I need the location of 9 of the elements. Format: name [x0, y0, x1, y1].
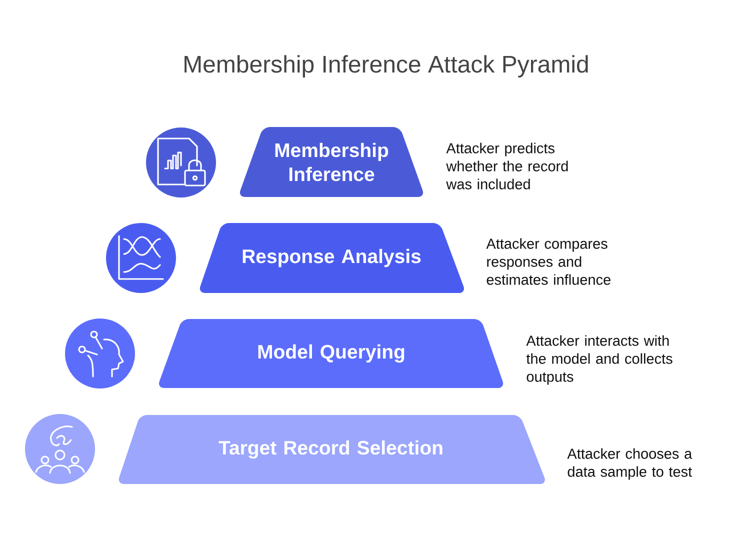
pyramid-tier: Model Querying	[159, 319, 504, 388]
pyramid-tier: Response Analysis	[200, 223, 464, 293]
title: Membership Inference Attack Pyramid	[184, 55, 588, 78]
description-text: Attacker predicts whether the record was included	[446, 142, 568, 190]
description-text: Attacker chooses a data sample to test	[567, 448, 692, 480]
description-text: Attacker interacts with the model and collects outputs	[526, 335, 672, 385]
pyramid-tier: Membership Inference	[240, 127, 424, 197]
description-text: Attacker compares responses and estimates influence	[486, 238, 610, 285]
pyramid-tier: Target Record Selection	[118, 415, 545, 484]
